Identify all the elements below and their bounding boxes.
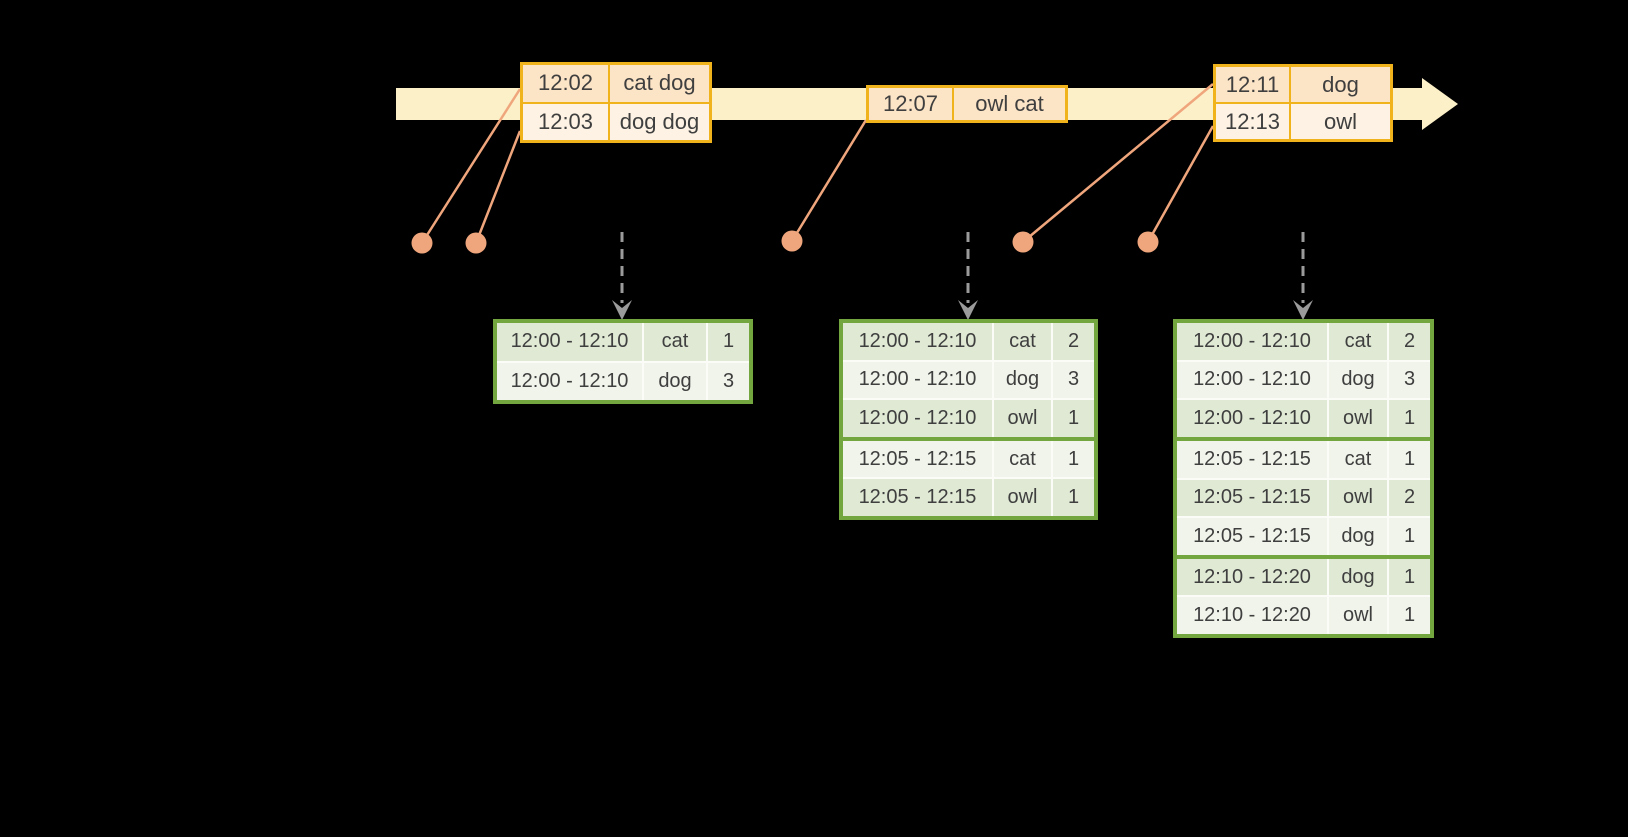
count-cell: 3 — [1051, 361, 1094, 399]
window-range-cell: 12:00 - 12:10 — [1193, 407, 1311, 430]
count-cell: 3 — [706, 362, 749, 400]
window-range-cell: 12:00 - 12:10 — [1193, 368, 1311, 391]
event-time-cell: 12:13 — [1216, 104, 1291, 139]
trigger-arrowhead-icon — [1293, 300, 1313, 320]
word-cell: dog — [642, 362, 706, 400]
window-range-cell: 12:05 - 12:15 — [1193, 447, 1311, 470]
word-cell: cat — [992, 440, 1051, 478]
count-cell: 1 — [1387, 440, 1430, 478]
event-words-cell: dog — [1322, 71, 1359, 97]
count-cell: 2 — [1387, 479, 1430, 517]
count-cell: 1 — [1051, 400, 1094, 437]
event-connector-line — [420, 88, 522, 244]
word-cell: cat — [992, 323, 1051, 360]
window-range-cell: 12:00 - 12:10 — [510, 330, 629, 353]
word-cell: dog — [992, 361, 1051, 399]
trigger-arrowhead-icon — [612, 300, 632, 320]
event-connector-line — [474, 130, 522, 244]
event-connector-line — [1022, 83, 1214, 243]
event-time-cell: 12:02 — [523, 65, 610, 102]
word-cell: owl — [992, 400, 1051, 437]
count-cell: 1 — [1387, 597, 1430, 634]
window-range-cell: 12:05 - 12:15 — [858, 486, 977, 509]
word-cell: owl — [1327, 597, 1387, 634]
event-time-cell: 12:07 — [869, 88, 954, 120]
event-table-row: 12:11 dog — [1216, 67, 1390, 102]
event-table: 12:07 owl cat — [866, 85, 1068, 123]
event-table-row: 12:07 owl cat — [869, 88, 1065, 120]
word-cell: cat — [642, 323, 706, 361]
event-dot-icon — [781, 230, 803, 252]
word-cell: dog — [1327, 558, 1387, 596]
event-connector-line — [1146, 125, 1215, 243]
event-words-cell: owl — [1323, 108, 1357, 134]
word-cell: cat — [1327, 440, 1387, 478]
event-words-cell: owl cat — [975, 91, 1044, 116]
event-time-cell: 12:03 — [523, 103, 610, 140]
count-cell: 1 — [1051, 479, 1094, 516]
event-connector-line — [790, 119, 868, 242]
count-cell: 1 — [706, 323, 749, 361]
count-cell: 2 — [1051, 323, 1094, 360]
event-dot-icon — [1012, 231, 1034, 253]
event-table: 12:11 dog 12:13 owl — [1213, 64, 1393, 142]
window-range-cell: 12:05 - 12:15 — [858, 447, 977, 470]
event-words-cell: dog dog — [619, 108, 700, 134]
event-dot-icon — [411, 232, 433, 254]
word-cell: dog — [1327, 361, 1387, 399]
count-cell: 3 — [1387, 361, 1430, 399]
word-cell: cat — [1327, 323, 1387, 360]
event-table: 12:02 cat dog 12:03 dog dog — [520, 62, 712, 143]
word-cell: owl — [1327, 479, 1387, 517]
window-range-cell: 12:00 - 12:10 — [858, 368, 977, 391]
count-cell: 1 — [1387, 518, 1430, 555]
event-time-cell: 12:11 — [1216, 67, 1291, 102]
window-range-cell: 12:10 - 12:20 — [1193, 565, 1311, 588]
window-range-cell: 12:05 - 12:15 — [1193, 524, 1311, 547]
window-range-cell: 12:00 - 12:10 — [858, 406, 977, 429]
window-range-cell: 12:10 - 12:20 — [1193, 604, 1311, 627]
word-cell: dog — [1327, 518, 1387, 555]
window-range-cell: 12:00 - 12:10 — [1193, 329, 1311, 352]
event-dot-icon — [1137, 231, 1159, 253]
count-cell: 1 — [1387, 400, 1430, 437]
count-cell: 2 — [1387, 323, 1430, 360]
word-cell: owl — [992, 479, 1051, 516]
window-range-cell: 12:00 - 12:10 — [858, 329, 977, 352]
event-table-row: 12:13 owl — [1216, 102, 1390, 139]
timeline-arrowhead-icon — [1422, 78, 1458, 130]
event-dot-icon — [465, 232, 487, 254]
window-range-cell: 12:00 - 12:10 — [510, 369, 629, 392]
trigger-arrowhead-icon — [958, 300, 978, 320]
word-cell: owl — [1327, 400, 1387, 437]
event-table-row: 12:02 cat dog — [523, 65, 709, 102]
count-cell: 1 — [1051, 440, 1094, 478]
event-words-cell: cat dog — [623, 70, 696, 96]
event-table-row: 12:03 dog dog — [523, 101, 709, 140]
window-range-cell: 12:05 - 12:15 — [1193, 486, 1311, 509]
count-cell: 1 — [1387, 558, 1430, 596]
